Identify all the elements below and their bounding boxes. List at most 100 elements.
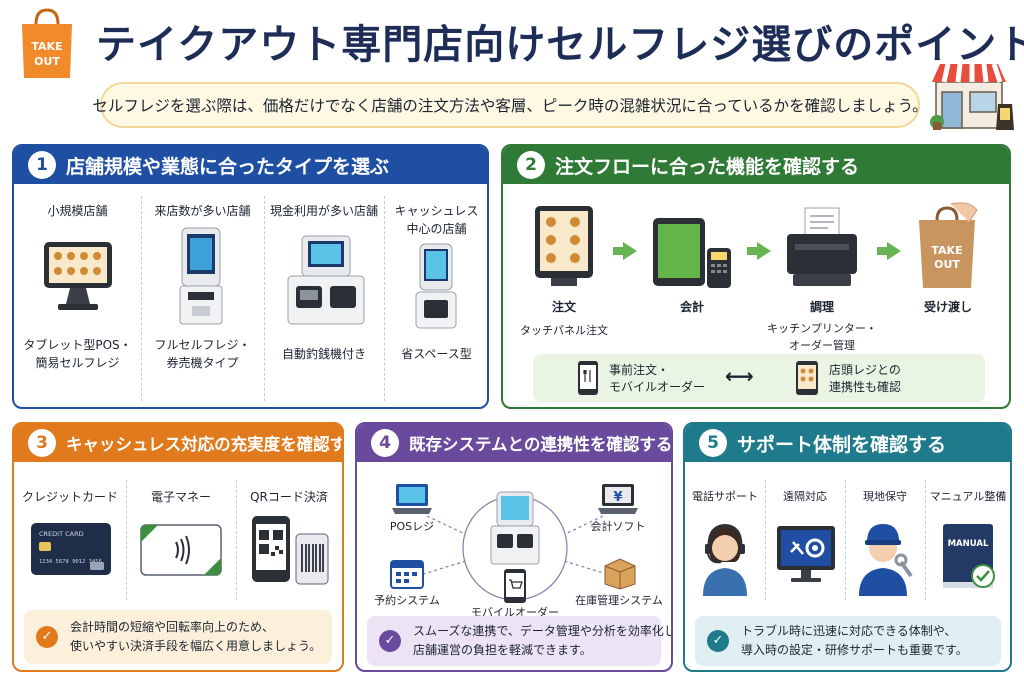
kiosk-icon (490, 491, 540, 565)
bag-take-text: TAKE (931, 244, 962, 257)
technician-icon (859, 524, 913, 596)
section-title: キャッシュレス対応の充実度を確認する (66, 435, 344, 454)
check-icon: ✓ (36, 626, 58, 648)
change-machine-icon (287, 235, 365, 325)
section-number: 4 (371, 429, 399, 457)
section-cashless: 3 キャッシュレス対応の充実度を確認する クレジットカード 電子マネー QRコー… (12, 422, 344, 672)
section-support: 5 サポート体制を確認する 電話サポート 遠隔対応 現地保守 マニュアル整備 (683, 422, 1012, 672)
bag-out-text: OUT (934, 258, 960, 271)
headset-operator-icon (703, 524, 747, 596)
step-label: 会計 (679, 300, 704, 314)
node-label: モバイルオーダー (471, 606, 559, 619)
note-text: 導入時の設定・研修サポートも重要です。 (741, 643, 968, 657)
node-label: 会計ソフト (590, 520, 646, 533)
section-header: 4 既存システムとの連携性を確認する (357, 424, 671, 462)
section-header: 1 店舗規模や業態に合ったタイプを選ぶ (14, 146, 487, 184)
column-heading: 小規模店舗 (47, 204, 108, 218)
remote-monitor-icon (777, 526, 835, 582)
column-heading: 現金利用が多い店舗 (269, 204, 378, 218)
tablet-pos-icon (44, 242, 112, 310)
support-label: 電話サポート (692, 490, 758, 503)
mobile-menu-icon (796, 361, 818, 395)
section-number: 1 (28, 151, 56, 179)
section-header: 3 キャッシュレス対応の充実度を確認する (14, 424, 342, 462)
column-heading: 来店数が多い店舗 (154, 204, 251, 218)
support-label: マニュアル整備 (929, 490, 1007, 503)
section-order-flow: 2 注文フローに合った機能を確認する TAKE OUT 注文 タッチパネル注文 … (501, 144, 1011, 409)
smartphone-cart-icon (504, 569, 526, 603)
bag-out-text: OUT (34, 55, 60, 68)
compact-kiosk-icon (415, 243, 457, 329)
section-number: 5 (699, 429, 727, 457)
takeout-bag-icon: TAKE OUT (919, 202, 978, 288)
qr-code-icon (252, 516, 329, 585)
note-text: 使いやすい決済手段を幅広く用意しましょう。 (70, 639, 322, 653)
check-icon: ✓ (379, 630, 401, 652)
divider (384, 196, 385, 401)
note-text: 会計時間の短縮や回転率向上のため、 (70, 619, 275, 634)
credit-card-icon: CREDIT CARD 1234 5678 9012 3456 (31, 523, 111, 575)
card-number: 1234 5678 9012 3456 (39, 559, 102, 565)
divider (141, 196, 142, 401)
divider (845, 480, 846, 600)
step-sub: オーダー管理 (789, 339, 855, 352)
yen-icon: ¥ (613, 490, 622, 505)
support-note: ✓ トラブル時に迅速に対応できる体制や、 導入時の設定・研修サポートも重要です。 (695, 616, 1001, 666)
note-text: 店頭レジとの (829, 363, 901, 377)
check-icon: ✓ (707, 630, 729, 652)
order-tablet-icon (535, 206, 593, 286)
section-title: サポート体制を確認する (737, 433, 947, 456)
section-title: 注文フローに合った機能を確認する (555, 155, 860, 178)
note-text: 店舗運営の負担を軽減できます。 (413, 643, 592, 657)
laptop-icon: ¥ (598, 484, 638, 514)
page-title: テイクアウト専門店向けセルフレジ選びのポイント (96, 22, 1024, 68)
step-label: 調理 (809, 300, 834, 314)
step-label: 受け渡し (923, 300, 972, 314)
step-sub: タッチパネル注文 (520, 324, 608, 337)
note-text: モバイルオーダー (609, 380, 706, 394)
calendar-icon (390, 560, 424, 589)
card-label: CREDIT CARD (39, 530, 84, 538)
node-label: 予約システム (374, 594, 440, 607)
bag-take-text: TAKE (31, 40, 62, 53)
type-label: 自動釣銭機付き (281, 347, 366, 361)
type-label: 省スペース型 (401, 347, 472, 361)
support-label: 現地保守 (863, 490, 907, 503)
kitchen-printer-icon (787, 207, 857, 286)
payment-method-label: クレジットカード (21, 490, 118, 504)
note-text: スムーズな連携で、データ管理や分析を効率化し、 (413, 623, 673, 638)
cashless-note: ✓ 会計時間の短縮や回転率向上のため、 使いやすい決済手段を幅広く用意しましょう… (24, 610, 332, 664)
type-label: 簡易セルフレジ (35, 356, 120, 370)
type-label: 券売機タイプ (166, 356, 239, 370)
divider (264, 196, 265, 401)
header: TAKE OUT テイクアウト専門店向けセルフレジ選びのポイント (0, 0, 1024, 80)
mobile-order-icon (578, 361, 598, 395)
double-arrow-icon: ⟷ (725, 364, 754, 388)
laptop-icon (392, 484, 432, 514)
section-title: 店舗規模や業態に合ったタイプを選ぶ (66, 155, 390, 178)
divider (925, 480, 926, 600)
payment-terminal-icon (653, 218, 731, 288)
note-text: 事前注文・ (609, 363, 670, 377)
column-heading: キャッシュレス (394, 204, 479, 218)
type-label: タブレット型POS・ (23, 338, 132, 352)
manual-book-icon: MANUAL (943, 524, 995, 588)
payment-method-label: QRコード決済 (250, 490, 328, 504)
shopping-bag-icon: TAKE OUT (22, 8, 72, 78)
section-store-type: 1 店舗規模や業態に合ったタイプを選ぶ 小規模店舗 来店数が多い店舗 現金利用が… (12, 144, 489, 409)
column-heading: 中心の店舗 (406, 222, 467, 236)
subtitle: セルフレジを選ぶ際は、価格だけでなく店舗の注文方法や客層、ピーク時の混雑状況に合… (92, 82, 928, 128)
flow-arrow (877, 242, 901, 260)
section-number: 2 (517, 151, 545, 179)
divider (765, 480, 766, 600)
step-sub: キッチンプリンター・ (767, 322, 877, 335)
section-number: 3 (28, 429, 56, 457)
box-icon (604, 558, 636, 590)
integration-note: ✓ スムーズな連携で、データ管理や分析を効率化し、 店舗運営の負担を軽減できます… (367, 616, 671, 666)
kiosk-icon (179, 227, 223, 325)
divider (236, 480, 237, 600)
section-integration: 4 既存システムとの連携性を確認する POSレジ ¥ 会計ソフト (355, 422, 673, 672)
section-title: 既存システムとの連携性を確認する (409, 435, 673, 454)
step-label: 注文 (551, 300, 576, 314)
manual-label: MANUAL (948, 539, 989, 549)
